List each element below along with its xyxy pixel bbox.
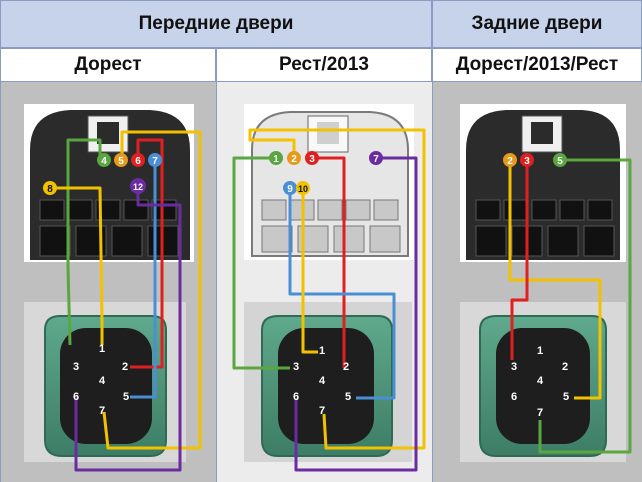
column-label-2: Рест/2013	[279, 54, 369, 75]
pin-label: 5	[563, 391, 569, 403]
pin-badge	[520, 153, 534, 167]
bottom-pins: 1 2 3 4 5 6 7	[73, 343, 129, 417]
pin-label: 6	[511, 391, 517, 403]
pin-badge	[283, 181, 297, 195]
pin-label: 6	[73, 391, 79, 403]
pin-label: 4	[537, 375, 544, 387]
bottom-pins: 1 2 3 4 5 6 7	[511, 345, 569, 419]
column-header-2: Рест/2013	[216, 48, 432, 82]
top-pins: 2 3 5	[503, 153, 567, 167]
pin-label: 2	[562, 361, 568, 373]
pin-label: 3	[309, 154, 315, 165]
pin-badge	[131, 153, 145, 167]
pin-badge	[503, 153, 517, 167]
pin-label: 2	[343, 361, 349, 373]
pin-label: 3	[511, 361, 517, 373]
pin-badge	[114, 153, 128, 167]
pin-badge	[296, 181, 310, 195]
pin-label: 6	[293, 391, 299, 403]
pin-label: 7	[373, 154, 379, 165]
pin-badge	[130, 178, 146, 194]
pin-label: 2	[507, 156, 513, 167]
pin-label: 4	[101, 156, 107, 167]
pin-label: 4	[99, 375, 106, 387]
pin-label: 9	[287, 184, 293, 195]
pin-label: 8	[47, 184, 53, 195]
top-pins: 1 2 3 7 9 10	[269, 151, 383, 195]
pin-label: 1	[99, 343, 105, 355]
connector-housing	[30, 110, 190, 260]
pin-label: 1	[537, 345, 543, 357]
pin-label: 5	[557, 156, 563, 167]
pin-label: 2	[291, 154, 297, 165]
pin-badge	[148, 153, 162, 167]
pin-label: 5	[123, 391, 129, 403]
pin-label: 7	[152, 156, 158, 167]
column-header-3: Дорест/2013/Рест	[432, 48, 642, 82]
pin-label: 5	[345, 391, 351, 403]
column-header-1: Дорест	[0, 48, 216, 82]
pin-label: 1	[273, 154, 279, 165]
pin-label: 12	[133, 182, 143, 192]
panel1-artwork: 4 5 6 7 8 12 1 2 3 4 5 6 7	[24, 104, 202, 472]
pin-label: 5	[118, 156, 124, 167]
pin-label: 4	[319, 375, 326, 387]
panel3-artwork: 2 3 5 1 2 3 4 5 6 7	[460, 104, 632, 462]
pin-badge	[97, 153, 111, 167]
rear-doors-title: Задние двери	[471, 13, 603, 34]
panel2-artwork: 1 2 3 7 9 10 1 2 3 4 5 6 7	[232, 104, 426, 472]
front-doors-header: Передние двери	[0, 0, 432, 48]
pin-badge	[369, 151, 383, 165]
column-label-3: Дорест/2013/Рест	[455, 54, 619, 75]
connector-housing	[466, 110, 620, 260]
front-doors-title: Передние двери	[138, 13, 294, 34]
pin-label: 6	[135, 156, 141, 167]
pin-label: 7	[99, 405, 105, 417]
column-label-1: Дорест	[74, 54, 142, 75]
bottom-pins: 1 2 3 4 5 6 7	[293, 345, 351, 417]
pin-badge	[305, 151, 319, 165]
pin-badge	[553, 153, 567, 167]
pin-label: 3	[293, 361, 299, 373]
pin-label: 7	[319, 405, 325, 417]
rear-doors-header: Задние двери	[432, 0, 642, 48]
pin-badge	[287, 151, 301, 165]
pin-label: 3	[524, 156, 530, 167]
top-pins: 4 5 6 7 8 12	[43, 153, 162, 195]
pin-label: 3	[73, 361, 79, 373]
pin-badge	[43, 181, 57, 195]
pin-label: 2	[122, 361, 128, 373]
pin-label: 1	[319, 345, 325, 357]
pin-badge	[269, 151, 283, 165]
pin-label: 10	[298, 184, 308, 194]
pin-label: 7	[537, 407, 543, 419]
